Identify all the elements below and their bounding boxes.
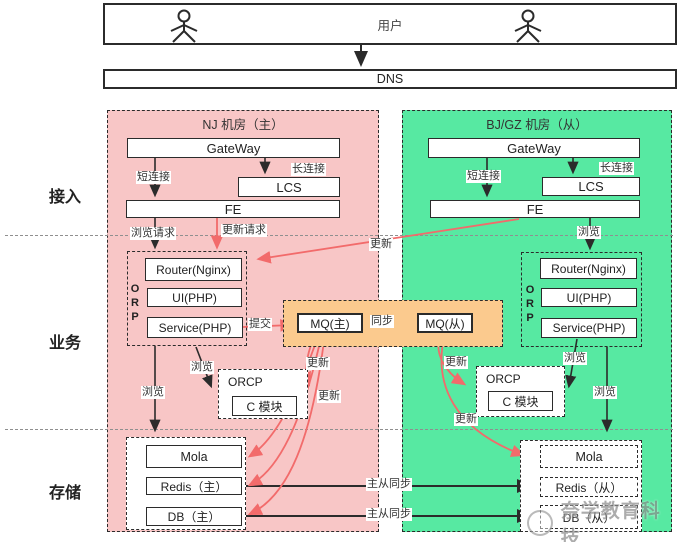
ui-box-slave: UI(PHP)	[541, 288, 637, 307]
mq-master-box: MQ(主)	[297, 313, 363, 333]
master-slave-sync-label-redis: 主从同步	[366, 478, 412, 492]
redis-label: Redis（主）	[160, 479, 228, 494]
mq-master-label: MQ(主)	[310, 316, 350, 331]
c-module-box-slave: C 模块	[488, 391, 553, 411]
browse-label-slave-vert: 浏览	[593, 386, 617, 400]
orp-group-slave	[521, 252, 642, 347]
lcs-box-slave: LCS	[542, 177, 640, 196]
watermark-logo-icon	[527, 510, 553, 536]
service-label: Service(PHP)	[552, 321, 626, 335]
sync-label: 同步	[370, 315, 394, 329]
long-conn-label-master: 长连接	[291, 163, 326, 177]
layer-separator-access-business	[5, 235, 673, 236]
update-label-cross: 更新	[369, 238, 393, 252]
update-label-mqslave-mola: 更新	[454, 413, 478, 427]
user-icon	[514, 9, 542, 43]
master-region-title: NJ 机房（主）	[202, 118, 284, 132]
db-label: DB（主）	[167, 510, 221, 524]
service-label: Service(PHP)	[158, 320, 232, 335]
router-box-slave: Router(Nginx)	[540, 258, 637, 279]
ui-label: UI(PHP)	[566, 290, 612, 305]
gateway-label: GateWay	[206, 140, 261, 156]
watermark-text: 奈学教育科技	[560, 501, 661, 542]
long-conn-label-slave: 长连接	[599, 162, 634, 176]
layer-business: 业务	[48, 335, 81, 352]
mq-slave-box: MQ(从)	[417, 313, 473, 333]
router-box-master: Router(Nginx)	[145, 258, 242, 281]
router-label: Router(Nginx)	[156, 262, 231, 277]
update-label-mqslave-orcp: 更新	[444, 356, 468, 370]
browse-label-slave-fe: 浏览	[577, 226, 601, 240]
c-module-box-master: C 模块	[232, 396, 297, 416]
db-label: DB（从）	[562, 510, 616, 525]
c-module-label: C 模块	[502, 394, 539, 409]
ui-label: UI(PHP)	[172, 290, 217, 305]
short-conn-label-slave: 短连接	[466, 170, 501, 184]
ui-box-master: UI(PHP)	[147, 288, 242, 307]
fe-label: FE	[526, 201, 544, 217]
short-conn-label-master: 短连接	[136, 171, 171, 185]
update-label-mqmaster-storage: 更新	[317, 390, 341, 404]
dns-label: DNS	[376, 72, 404, 86]
gateway-label: GateWay	[507, 140, 561, 156]
service-box-slave: Service(PHP)	[541, 318, 637, 338]
redis-label: Redis（从）	[555, 480, 623, 495]
gateway-box-slave: GateWay	[428, 138, 640, 158]
browse-label-master-vert: 浏览	[141, 386, 165, 400]
slave-region-title: BJ/GZ 机房（从）	[486, 118, 588, 132]
redis-box-master: Redis（主）	[146, 477, 242, 495]
dns-box: DNS	[103, 69, 677, 89]
db-box-slave: DB（从）	[540, 505, 638, 529]
browse-req-label: 浏览请求	[130, 227, 176, 241]
c-module-label: C 模块	[246, 399, 283, 414]
master-slave-sync-label-db: 主从同步	[366, 508, 412, 522]
mola-label: Mola	[180, 449, 208, 464]
user-icon	[170, 9, 198, 43]
orp-group-master	[127, 251, 247, 346]
user-box: 用户	[103, 3, 677, 45]
lcs-box-master: LCS	[238, 177, 340, 197]
fe-label: FE	[224, 201, 242, 217]
router-label: Router(Nginx)	[551, 261, 626, 276]
submit-label: 提交	[248, 318, 272, 332]
browse-label-master-diag: 浏览	[190, 361, 214, 375]
gateway-box-master: GateWay	[127, 138, 340, 158]
service-box-master: Service(PHP)	[147, 317, 243, 338]
fe-box-master: FE	[126, 200, 340, 218]
orcp-label: ORCP	[486, 372, 521, 386]
mola-box-slave: Mola	[540, 445, 638, 468]
browse-label-slave-diag: 浏览	[563, 352, 587, 366]
user-label: 用户	[377, 18, 403, 33]
lcs-label: LCS	[276, 179, 302, 195]
mq-slave-label: MQ(从)	[425, 316, 465, 331]
fe-box-slave: FE	[430, 200, 640, 218]
lcs-label: LCS	[578, 179, 604, 194]
update-req-label: 更新请求	[221, 224, 267, 238]
redis-box-slave: Redis（从）	[540, 477, 638, 497]
orcp-label: ORCP	[228, 375, 263, 389]
mola-label: Mola	[575, 449, 603, 464]
watermark: 奈学教育科技	[527, 496, 679, 542]
orp-label-slave: ORP	[525, 284, 535, 324]
orp-label-master: ORP	[130, 283, 140, 323]
layer-storage: 存储	[48, 485, 81, 502]
mola-box-master: Mola	[146, 445, 242, 468]
update-label-mqmaster-orcp: 更新	[306, 357, 330, 371]
layer-separator-business-storage	[5, 429, 673, 430]
db-box-master: DB（主）	[146, 507, 242, 526]
layer-access: 接入	[48, 189, 81, 206]
